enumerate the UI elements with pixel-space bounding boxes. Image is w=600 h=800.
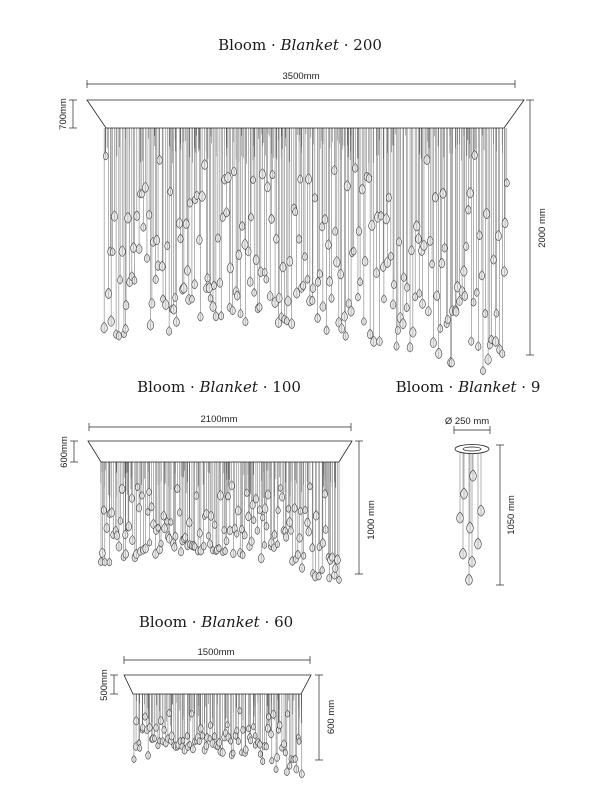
width-dimension-b60: 1500mm — [123, 647, 311, 664]
canopy-b200 — [86, 99, 525, 129]
product-b9: Bloom · Blanket · 9 Ø 250 mm 1050 mm — [396, 378, 541, 586]
canopy-height-dimension-b60: 500mm — [99, 669, 118, 701]
diameter-dimension-b9: Ø 250 mm — [445, 416, 491, 434]
width-label-b200: 3500mm — [283, 71, 320, 82]
canopy-height-label-b200: 700mm — [58, 98, 69, 130]
pendant-wires-b60 — [133, 694, 303, 770]
crystal-drops-b9 — [456, 469, 485, 586]
diameter-label-b9: Ø 250 mm — [445, 416, 489, 427]
product-b200: Bloom · Blanket · 200 3500mm 700mm 2000 … — [58, 36, 548, 376]
canopy-b9 — [454, 444, 490, 454]
product-title-b60: Bloom · Blanket · 60 — [139, 613, 293, 631]
crystal-drops-b60 — [131, 706, 305, 779]
crystal-drops-b200 — [100, 150, 510, 376]
product-b100: Bloom · Blanket · 100 2100mm 600mm 1000 … — [59, 378, 377, 584]
canopy-b100 — [87, 440, 353, 463]
pendant-wires-b200 — [103, 128, 508, 367]
product-title-b100: Bloom · Blanket · 100 — [137, 378, 301, 396]
total-height-dimension-b100: 1000 mm — [355, 440, 377, 575]
total-height-label-b9: 1050 mm — [506, 495, 517, 535]
product-title-b9: Bloom · Blanket · 9 — [396, 378, 541, 396]
canopy-inner-ring-b9 — [462, 446, 482, 452]
product-b60: Bloom · Blanket · 60 1500mm 500mm 600 mm — [99, 613, 337, 779]
canopy-height-dimension-b200: 700mm — [58, 98, 77, 130]
canopy-height-label-b60: 500mm — [99, 669, 110, 701]
total-height-label-b60: 600 mm — [326, 700, 337, 734]
width-label-b60: 1500mm — [198, 647, 235, 658]
total-height-dimension-b9: 1050 mm — [496, 444, 517, 586]
canopy-b60 — [123, 674, 312, 695]
width-dimension-b200: 3500mm — [86, 71, 516, 88]
canopy-height-dimension-b100: 600mm — [59, 436, 78, 468]
product-title-b200: Bloom · Blanket · 200 — [218, 36, 382, 54]
width-dimension-b100: 2100mm — [88, 414, 352, 431]
pendant-wires-b9 — [459, 452, 482, 574]
pendant-wires-b100 — [100, 462, 340, 576]
total-height-label-b100: 1000 mm — [366, 500, 377, 540]
total-height-dimension-b60: 600 mm — [315, 674, 337, 761]
crystal-drops-b100 — [98, 480, 342, 584]
total-height-dimension-b200: 2000 mm — [526, 99, 548, 356]
width-label-b100: 2100mm — [201, 414, 238, 425]
total-height-label-b200: 2000 mm — [537, 208, 548, 248]
canopy-height-label-b100: 600mm — [59, 436, 70, 468]
